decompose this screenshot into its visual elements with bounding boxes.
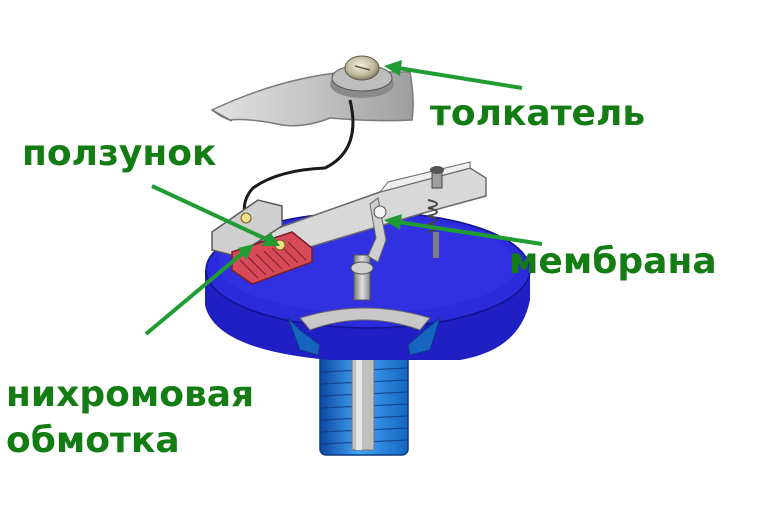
arrow-membrana [384, 214, 543, 246]
annotation-arrows [144, 60, 543, 336]
label-nichrome-winding: нихромовая обмотка [6, 372, 254, 464]
label-nichrome-line2: обмотка [6, 420, 180, 461]
label-pusher: толкатель [430, 93, 646, 134]
lead-wire [242, 99, 355, 216]
label-nichrome-line1: нихромовая [6, 374, 255, 415]
slider-block [211, 199, 283, 257]
arrow-polzunok [151, 184, 280, 246]
label-membrane: мембрана [509, 241, 717, 282]
pusher-rod [350, 254, 374, 301]
lever-bracket [247, 161, 487, 263]
pusher-button [330, 55, 394, 98]
label-slider: ползунок [22, 133, 217, 174]
arrow-tolkatel [384, 60, 523, 90]
arrow-nichrome [144, 244, 254, 336]
